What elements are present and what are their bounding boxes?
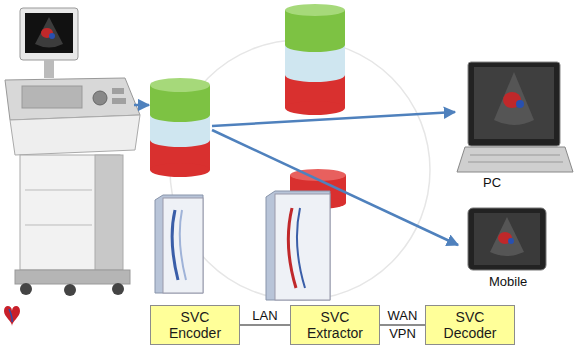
- layered-stream: [285, 75, 345, 82]
- server-tower: [172, 210, 178, 280]
- layered-stream: [150, 78, 210, 92]
- ultrasound-machine: [49, 33, 55, 39]
- server-tower: [155, 195, 203, 293]
- layered-stream: [150, 78, 210, 177]
- box-text: SVC Encoder: [169, 309, 221, 341]
- link-label: WAN: [387, 309, 419, 323]
- layered-stream: [285, 101, 345, 115]
- stream-arrow: [212, 112, 455, 126]
- ultrasound-machine: [25, 225, 92, 226]
- link-line: [240, 324, 290, 326]
- svc-box: SVC Encoder: [150, 305, 240, 345]
- ultrasound-machine: [10, 115, 140, 155]
- server-tower: [297, 208, 305, 288]
- laptop: [468, 162, 563, 163]
- ultrasound-machine: [112, 98, 126, 104]
- ultrasound-machine: [22, 86, 82, 108]
- ultrasound-machine: [25, 190, 92, 191]
- svc-box: SVC Decoder: [425, 305, 515, 345]
- layered-stream: [285, 4, 345, 16]
- heart-logo: [9, 309, 12, 322]
- server-tower: [163, 198, 203, 293]
- laptop: [457, 62, 573, 172]
- ultrasound-machine: [25, 13, 73, 53]
- tablet: [468, 208, 546, 270]
- ultrasound-machine: [44, 60, 54, 78]
- stream-arrow: [212, 130, 458, 245]
- box-text: SVC Extractor: [307, 309, 363, 341]
- ultrasound-machine: [93, 91, 107, 105]
- layered-stream: [150, 115, 210, 122]
- server-tower: [266, 191, 330, 300]
- ultrasound-machine: [20, 283, 32, 295]
- ultrasound-machine: [15, 270, 130, 284]
- ultrasound-machine: [95, 155, 123, 270]
- tablet: [508, 238, 514, 244]
- server-tower: [266, 191, 330, 300]
- svc-box: SVC Extractor: [290, 305, 380, 345]
- device-label: Mobile: [488, 275, 528, 289]
- device-label: PC: [482, 176, 502, 190]
- box-text: SVC Decoder: [444, 309, 497, 341]
- ultrasound-machine: [112, 88, 124, 94]
- heart-logo: [4, 306, 20, 326]
- laptop: [474, 67, 554, 139]
- layered-stream: [150, 140, 210, 147]
- layered-stream: [150, 163, 210, 177]
- layered-stream: [285, 45, 345, 52]
- tablet: [468, 208, 546, 270]
- ultrasound-machine: [5, 78, 140, 120]
- ultrasound-machine: [64, 284, 76, 296]
- layered-stream: [150, 115, 210, 140]
- laptop: [494, 72, 534, 125]
- laptop: [468, 62, 560, 146]
- link-line: [380, 324, 425, 326]
- ultrasound-machine: [20, 8, 78, 60]
- server-tower: [288, 208, 296, 288]
- layered-stream: [285, 4, 345, 115]
- laptop: [516, 100, 524, 108]
- tablet: [490, 217, 524, 256]
- ultrasound-machine: [5, 8, 140, 296]
- heart-logo: [4, 306, 20, 326]
- ultrasound-machine: [112, 283, 124, 295]
- server-tower: [155, 195, 203, 293]
- tablet: [474, 213, 540, 265]
- server-tower: [180, 210, 186, 280]
- laptop: [457, 147, 573, 172]
- stream-arrow: [134, 104, 149, 107]
- layered-stream: [285, 45, 345, 75]
- link-label: VPN: [388, 327, 417, 341]
- ultrasound-machine: [35, 17, 63, 48]
- link-label: LAN: [251, 309, 278, 323]
- laptop: [470, 155, 560, 156]
- server-tower: [275, 194, 330, 300]
